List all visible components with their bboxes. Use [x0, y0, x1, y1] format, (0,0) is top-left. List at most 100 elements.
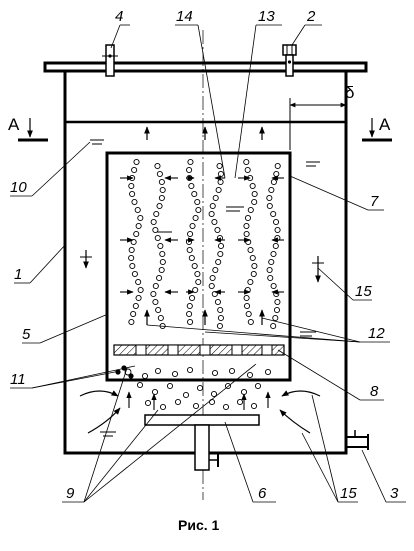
- inner-vessel-5: [105, 151, 292, 382]
- bubble: [243, 230, 250, 238]
- bubble: [217, 250, 224, 258]
- section-mark-left: A: [8, 115, 48, 142]
- bubble: [208, 398, 216, 406]
- bubble: [270, 178, 277, 186]
- bubble: [270, 210, 277, 218]
- bubble: [272, 314, 279, 322]
- bubble: [188, 254, 195, 262]
- bubble: [189, 294, 196, 302]
- bubble: [137, 214, 144, 222]
- bubble: [135, 222, 142, 230]
- bubble: [217, 306, 224, 314]
- bubble: [191, 262, 198, 270]
- bubble: [155, 306, 162, 314]
- section-mark-right: A: [362, 115, 392, 142]
- label-13: 13: [258, 8, 275, 25]
- bubble: [156, 274, 163, 282]
- bubble: [215, 258, 222, 266]
- bubble: [247, 246, 254, 254]
- bubble: [135, 278, 142, 286]
- bubble: [240, 388, 248, 396]
- label-5: 5: [22, 326, 31, 343]
- bubble: [266, 266, 273, 274]
- bubble: [209, 274, 216, 282]
- bubble: [159, 186, 166, 194]
- bubble: [217, 178, 224, 186]
- bubble: [243, 158, 250, 166]
- bubble: [216, 162, 223, 170]
- bubble: [274, 226, 281, 234]
- bubble: [244, 214, 252, 222]
- bubble: [151, 388, 159, 396]
- up-arrows-12: [144, 309, 265, 325]
- bubble: [134, 206, 141, 214]
- bubble: [264, 368, 272, 376]
- bubble: [187, 318, 194, 326]
- bubble: [267, 274, 274, 282]
- label-4: 4: [115, 8, 123, 25]
- bubble: [128, 246, 135, 254]
- bubble: [245, 310, 252, 318]
- bubble: [186, 166, 193, 174]
- up-arrows-top: [144, 126, 265, 140]
- bubble: [153, 210, 160, 218]
- bubble: [273, 170, 280, 178]
- bubble: [133, 230, 140, 238]
- bubble: [141, 372, 149, 380]
- bubble: [208, 210, 215, 218]
- bubble: [212, 194, 219, 202]
- bubble: [156, 202, 163, 210]
- bubble: [131, 270, 138, 278]
- bubble: [171, 370, 179, 378]
- label-15-lower: 15: [340, 485, 357, 502]
- aeration-bubbles-lower: [115, 365, 272, 411]
- bubble: [243, 222, 250, 230]
- bubble: [130, 310, 137, 318]
- particle: [128, 373, 134, 379]
- bubble: [135, 294, 142, 302]
- bubble: [211, 369, 219, 377]
- bubble: [194, 198, 201, 206]
- bubble: [174, 398, 182, 406]
- bubble: [272, 242, 279, 250]
- aerator-6: [144, 414, 260, 471]
- distribution-plate-8: [113, 344, 285, 356]
- bubble: [192, 214, 199, 222]
- label-3: 3: [390, 485, 399, 502]
- bubble: [187, 230, 194, 238]
- bubble: [128, 318, 135, 326]
- bubble: [159, 403, 167, 411]
- bubble: [270, 282, 277, 290]
- bubble: [246, 371, 254, 379]
- bubble: [268, 186, 275, 194]
- bubble: [243, 302, 251, 310]
- bubble: [243, 294, 250, 302]
- bubble-columns: [128, 158, 281, 330]
- bubble: [195, 206, 202, 214]
- bubble: [250, 402, 258, 410]
- outlet-3: [346, 430, 369, 450]
- bubble: [196, 384, 204, 392]
- label-9: 9: [66, 485, 75, 502]
- bubble: [222, 403, 230, 411]
- bubble: [152, 298, 159, 306]
- bubble: [131, 198, 138, 206]
- gap-symbol: δ: [345, 83, 354, 102]
- bubble: [152, 282, 159, 290]
- fitting-4: [105, 44, 115, 77]
- bubble: [188, 182, 195, 190]
- bubble: [156, 170, 163, 178]
- bubble: [217, 170, 224, 178]
- bubble: [216, 322, 223, 330]
- bubble: [274, 298, 281, 306]
- bubble: [273, 306, 281, 314]
- bubble: [247, 318, 254, 326]
- bubble: [186, 302, 193, 310]
- bubble: [217, 314, 224, 322]
- bubble: [131, 166, 138, 174]
- bubble: [144, 399, 152, 407]
- bubble: [133, 158, 140, 166]
- label-8: 8: [370, 383, 379, 400]
- bubble: [217, 242, 225, 250]
